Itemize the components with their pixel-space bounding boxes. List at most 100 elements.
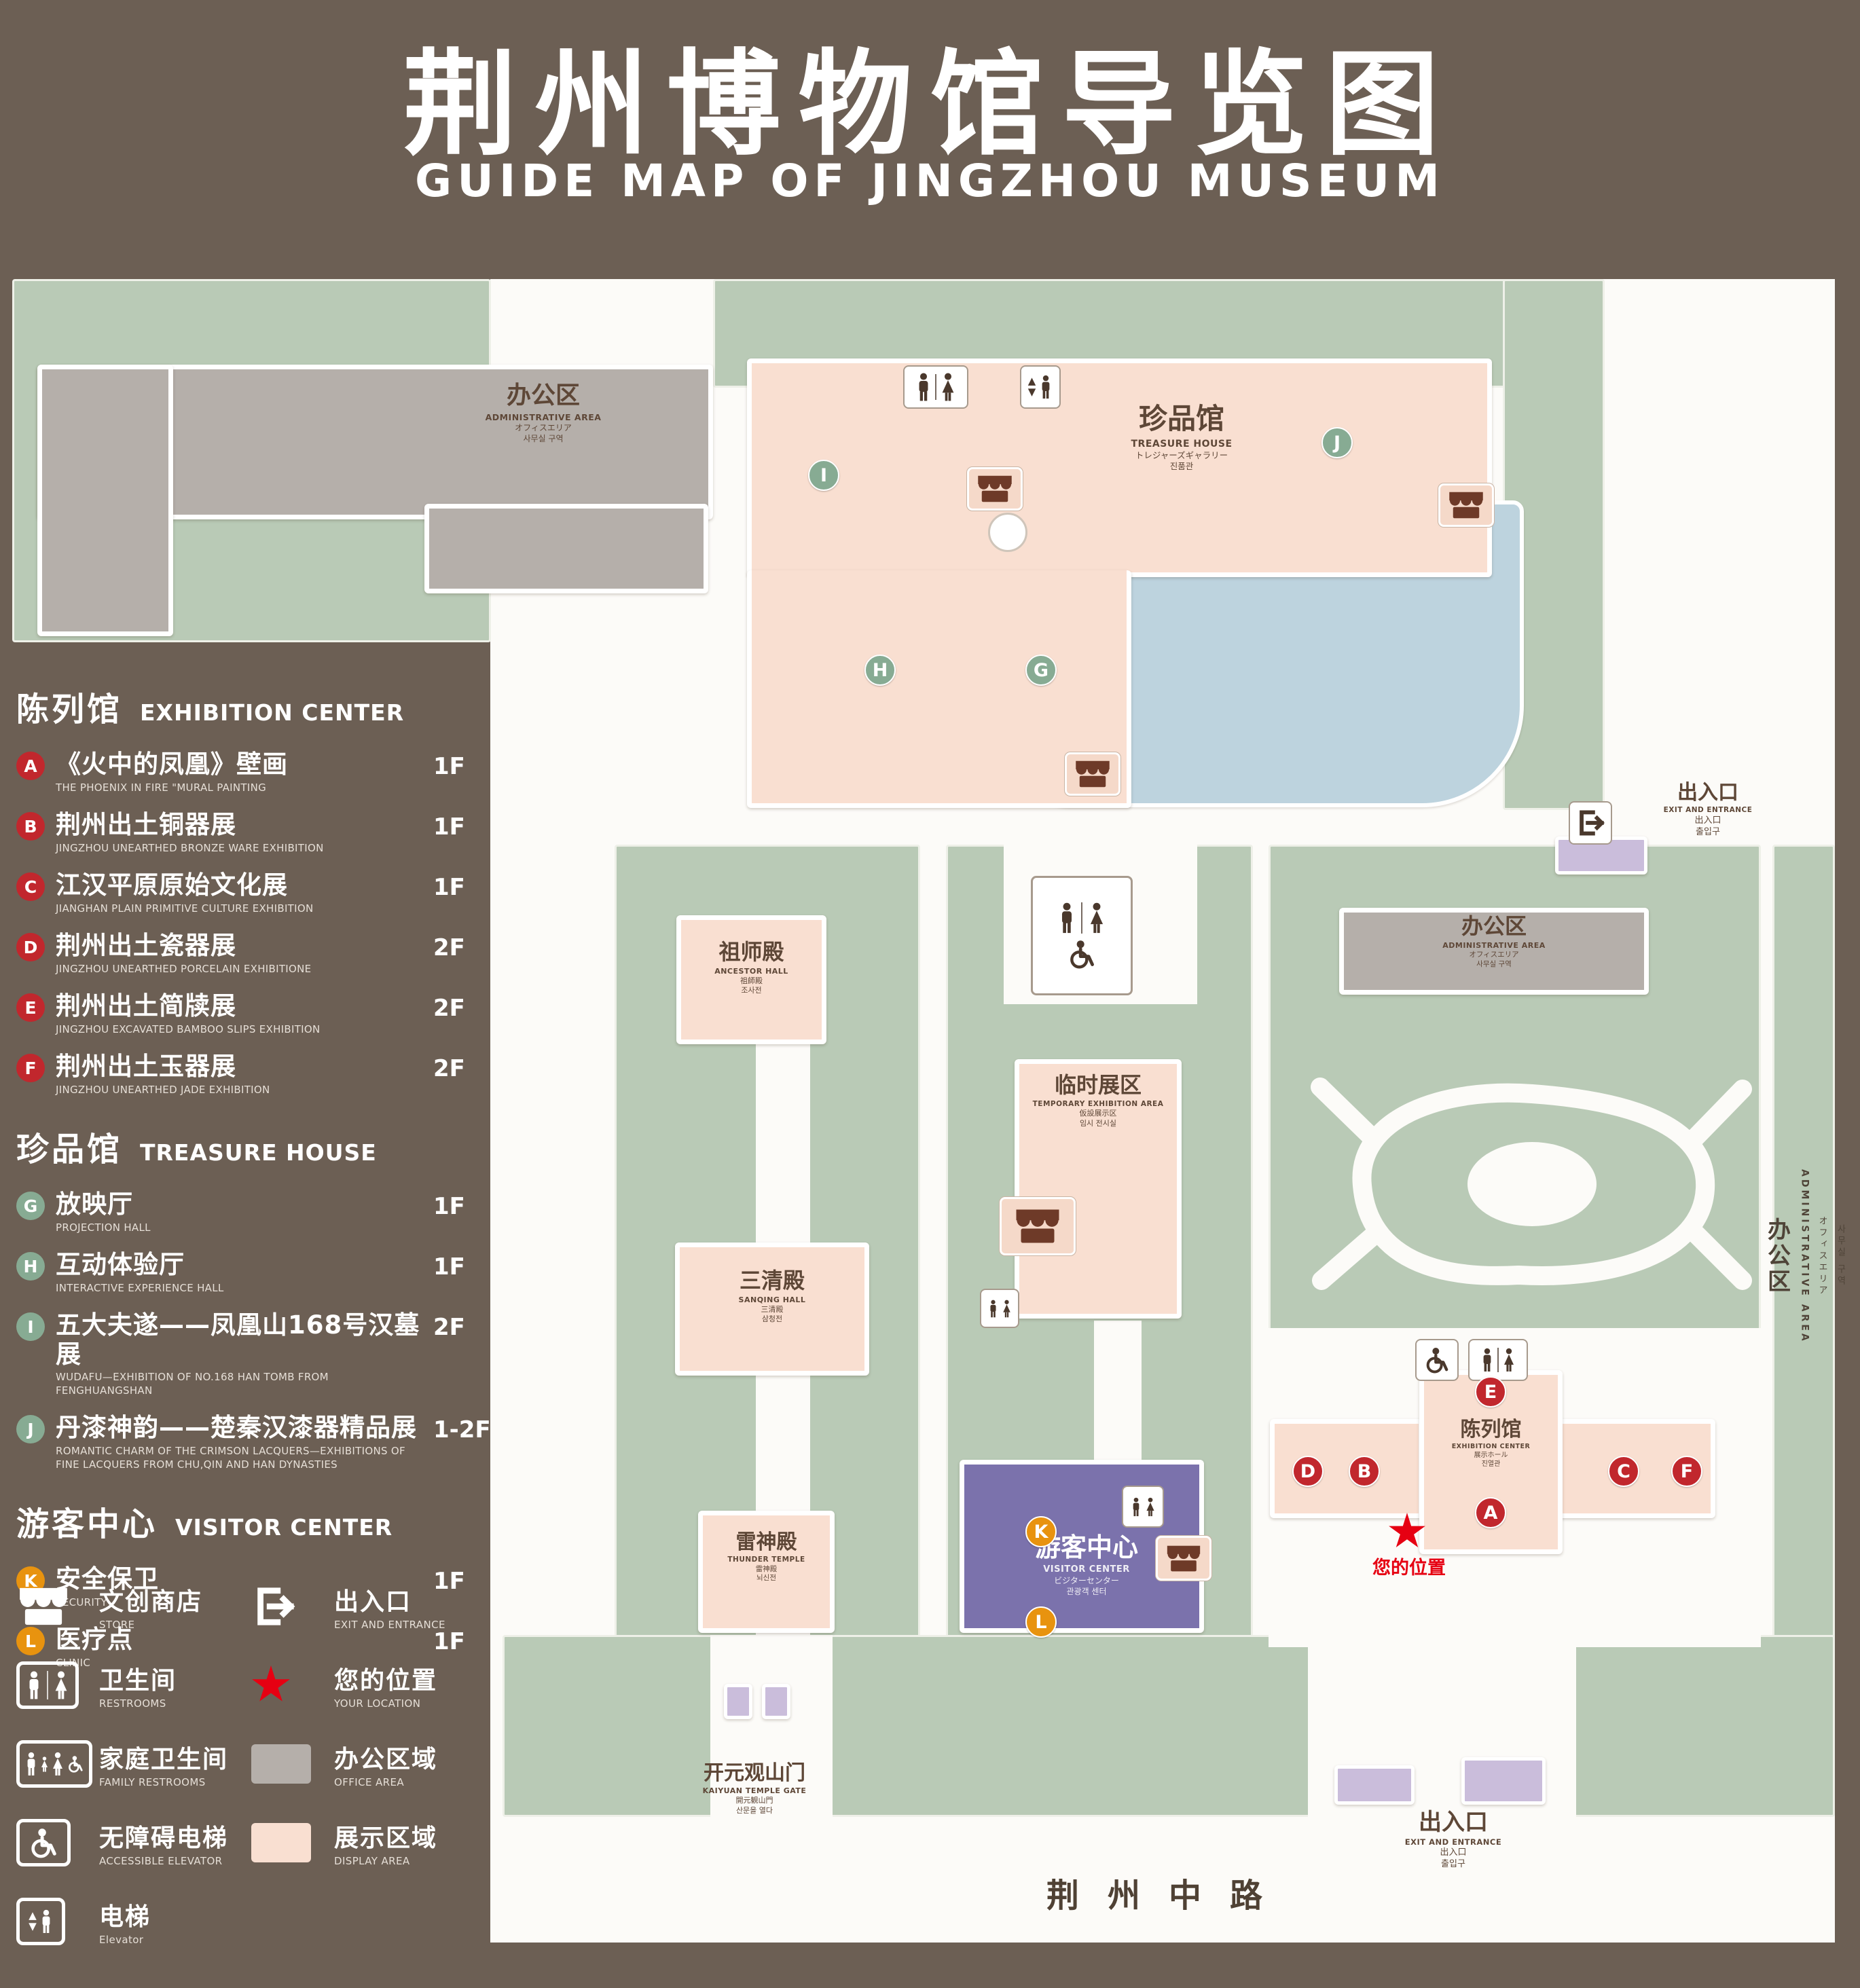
- section-title-en: TREASURE HOUSE: [140, 1139, 377, 1166]
- accessible-elevator-icon: [1415, 1339, 1459, 1381]
- family-restroom-icon: [16, 1740, 99, 1788]
- label-ko: 출입구: [1441, 1859, 1465, 1870]
- item-en: JINGZHOU UNEARTHED JADE EXHIBITION: [56, 1083, 270, 1096]
- label-ja: 出入口: [1694, 815, 1721, 826]
- exit-s-label: 出入口 EXIT AND ENTRANCE 出入口 출입구: [1351, 1807, 1555, 1871]
- label-ko: 삼청전: [761, 1314, 783, 1324]
- admin-nw-building-wing-left: [37, 365, 173, 636]
- legend-zh: 展示区域: [334, 1824, 438, 1852]
- restroom-icon: [1058, 902, 1106, 934]
- label-en: ADMINISTRATIVE AREA: [1799, 1168, 1810, 1344]
- map-marker-C: C: [1608, 1456, 1639, 1487]
- item-floor: 1F: [433, 753, 465, 780]
- legend-en: EXIT AND ENTRANCE: [334, 1619, 445, 1631]
- divider: [47, 1671, 48, 1699]
- location-star-icon: [251, 1665, 334, 1705]
- label-zh: 祖师殿: [718, 939, 784, 965]
- legend-your-location: 您的位置 YOUR LOCATION: [251, 1661, 503, 1710]
- label-zh: 陈列馆: [1460, 1418, 1522, 1441]
- label-zh: 办公区: [1461, 913, 1527, 939]
- label-ja: オフィスエリア: [1817, 1215, 1827, 1297]
- label-zh: 出入口: [1677, 781, 1738, 805]
- treasure-house-label: 珍品馆 TREASURE HOUSE トレジャーズギャラリー 진품관: [1073, 401, 1290, 472]
- item-en: JINGZHOU UNEARTHED PORCELAIN EXHIBITIONE: [56, 962, 312, 975]
- label-ko: 진열관: [1481, 1460, 1501, 1469]
- label-ja: オフィスエリア: [1469, 950, 1519, 959]
- admin-nw-label: 办公区 ADMINISTRATIVE AREA オフィスエリア 사무실 구역: [428, 380, 659, 444]
- store-icon: [1156, 1536, 1211, 1581]
- item-zh: 五大夫遂——凤凰山168号汉墓展: [56, 1310, 420, 1369]
- divider: [1497, 1348, 1499, 1372]
- divider: [1081, 902, 1082, 934]
- item-zh: 放映厅: [56, 1190, 133, 1219]
- item-en: INTERACTIVE EXPERIENCE HALL: [56, 1281, 224, 1294]
- item-zh: 丹漆神韵——楚秦汉漆器精品展: [56, 1413, 417, 1443]
- item-en: JINGZHOU UNEARTHED BRONZE WARE EXHIBITIO…: [56, 841, 324, 854]
- marker-badge: A: [16, 752, 45, 780]
- arrows: ▲▼: [29, 1909, 37, 1932]
- label-ja: オフィスエリア: [515, 423, 572, 433]
- list-item: F 荆州出土玉器展 JINGZHOU UNEARTHED JADE EXHIBI…: [16, 1052, 492, 1097]
- restroom-icon: [980, 1289, 1019, 1328]
- label-zh: 临时展区: [1054, 1072, 1142, 1098]
- marker-badge: G: [16, 1192, 45, 1221]
- legend-accessible-elevator: 无障碍电梯 ACCESSIBLE ELEVATOR: [16, 1818, 240, 1867]
- restroom-icon: [903, 365, 968, 409]
- store-icon: [1438, 483, 1494, 527]
- legend-display-area: 展示区域 DISPLAY AREA: [251, 1818, 503, 1867]
- item-zh: 荆州出土玉器展: [56, 1052, 236, 1082]
- road-label: 荆州中路: [1046, 1877, 1291, 1915]
- list-item: D 荆州出土瓷器展 JINGZHOU UNEARTHED PORCELAIN E…: [16, 932, 492, 976]
- legend-zh: 电梯: [99, 1903, 151, 1931]
- page-title: 荆州博物馆导览图: [403, 38, 1457, 171]
- label-zh: 出入口: [1419, 1809, 1488, 1836]
- arrows: ▲▼: [1027, 375, 1036, 398]
- item-zh: 荆州出土瓷器展: [56, 931, 236, 961]
- marker-badge: L: [16, 1627, 45, 1656]
- label-ja: 祖師殿: [740, 976, 763, 985]
- gate-label: 开元观山门 KAIYUAN TEMPLE GATE 開元観山門 산문을 열다: [659, 1760, 850, 1816]
- list-item: L 医疗点 CLINIC 1F: [16, 1625, 492, 1670]
- label-zh: 三清殿: [739, 1268, 805, 1293]
- entrance-s-building-right: [1461, 1757, 1546, 1805]
- legend-zh: 您的位置: [334, 1667, 438, 1695]
- label-ko: 조사전: [741, 986, 762, 995]
- item-zh: 江汉平原原始文化展: [56, 870, 288, 900]
- ancestor-hall-label: 祖师殿 ANCESTOR HALL 祖師殿 조사전: [679, 938, 824, 995]
- admin-nw-building-wing-south: [424, 504, 708, 593]
- treasure-house-building: [747, 358, 1492, 577]
- item-floor: 1F: [433, 1568, 465, 1596]
- item-floor: 2F: [433, 1055, 465, 1083]
- marker-badge: B: [16, 812, 45, 841]
- section-title-zh: 珍品馆: [16, 1130, 123, 1169]
- label-zh: 办公区: [506, 382, 580, 409]
- legend-zh: 文创商店: [99, 1588, 203, 1616]
- label-ko: 사무실 구역: [523, 433, 564, 443]
- list-item: H 互动体验厅 INTERACTIVE EXPERIENCE HALL 1F: [16, 1251, 492, 1295]
- map-marker-E: E: [1475, 1376, 1506, 1407]
- item-zh: 荆州出土铜器展: [56, 810, 236, 840]
- item-en: PROJECTION HALL: [56, 1221, 151, 1234]
- map-marker-H: H: [864, 655, 896, 686]
- temporary-exhibition-label: 临时展区 TEMPORARY EXHIBITION AREA 仮設展示区 임시 …: [1019, 1071, 1178, 1128]
- label-ja: 開元観山門: [735, 1796, 773, 1805]
- label-zh: 游客中心: [1034, 1532, 1138, 1562]
- item-floor: 2F: [433, 934, 465, 962]
- admin-mid-building: [1339, 908, 1649, 995]
- sanqing-hall-label: 三清殿 SANQING HALL 三清殿 삼청전: [679, 1267, 865, 1324]
- store-icon: [1065, 752, 1120, 796]
- store-icon: [967, 467, 1023, 511]
- gate-building-left: [724, 1684, 752, 1719]
- label-ko: 사무실 구역: [1835, 1224, 1846, 1288]
- section-title-en: VISITOR CENTER: [175, 1514, 393, 1541]
- section-title-zh: 游客中心: [16, 1505, 158, 1544]
- restroom-icon: [16, 1661, 99, 1709]
- list-item: B 荆州出土铜器展 JINGZHOU UNEARTHED BRONZE WARE…: [16, 810, 492, 855]
- sanqing-hall-building: [675, 1242, 869, 1376]
- admin-mid-label: 办公区 ADMINISTRATIVE AREA オフィスエリア 사무실 구역: [1348, 913, 1640, 969]
- item-en: ROMANTIC CHARM OF THE CRIMSON LACQUERS—E…: [56, 1445, 405, 1471]
- exit-icon: [251, 1584, 334, 1629]
- exhibition-center-label: 陈列馆 EXHIBITION CENTER 展示ホール 진열관: [1421, 1416, 1561, 1469]
- legend-zh: 办公区域: [334, 1746, 438, 1773]
- label-ko: 사무실 구역: [1476, 959, 1512, 968]
